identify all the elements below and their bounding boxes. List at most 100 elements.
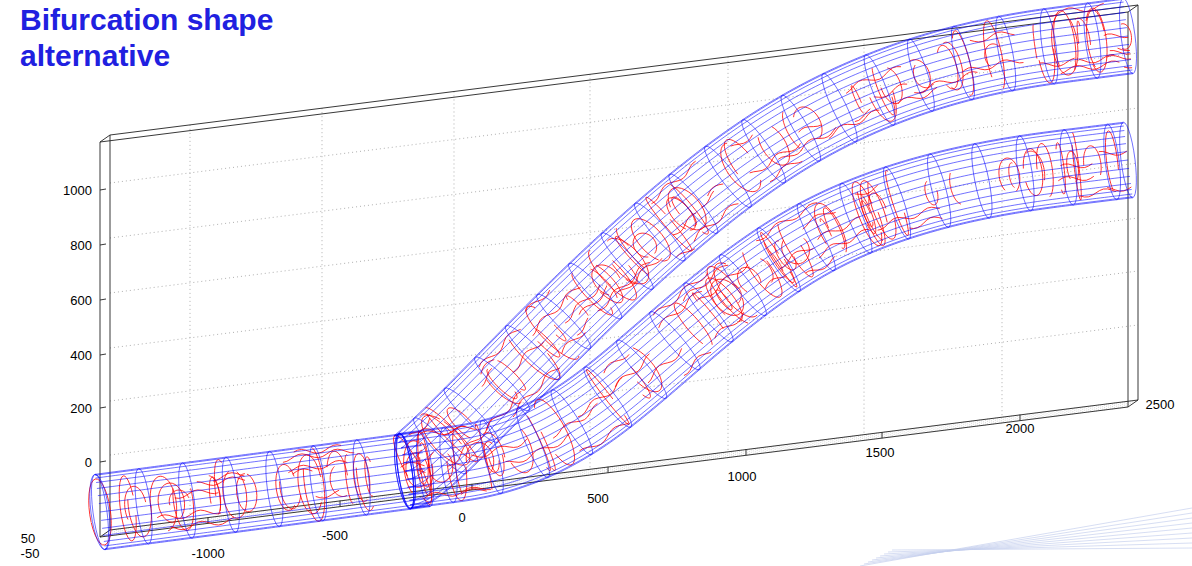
pipe-ring xyxy=(757,228,800,292)
pipe-line xyxy=(96,440,421,483)
x-tick-label: -1000 xyxy=(191,546,224,561)
z-tick-label: 0 xyxy=(85,455,92,470)
grid-line xyxy=(1002,22,1003,417)
pipe-ring xyxy=(822,74,857,142)
tick-mark xyxy=(1020,415,1021,421)
x-tick-label: -500 xyxy=(322,528,348,543)
inner-curve xyxy=(674,303,712,345)
pipe-line xyxy=(411,73,1133,508)
pipe-ring xyxy=(474,357,529,411)
faded-line xyxy=(872,523,1192,560)
pipe-line xyxy=(98,453,423,496)
grid-line xyxy=(110,218,1138,348)
lower-branch-pipe xyxy=(395,122,1137,508)
inner-curve xyxy=(1077,21,1080,44)
inner-curve xyxy=(1104,34,1128,38)
pipe-line xyxy=(400,126,1124,437)
grid-line xyxy=(110,325,1138,455)
inner-curve xyxy=(553,403,597,438)
pipe-ring xyxy=(1120,0,1137,74)
inner-curve xyxy=(1080,189,1116,197)
pipe-ring xyxy=(704,146,751,207)
inner-curve xyxy=(1106,131,1119,189)
pipe-ring xyxy=(517,408,550,478)
pipe-line xyxy=(403,144,1126,455)
pipe-ring xyxy=(864,55,895,126)
pipe-ring xyxy=(927,154,950,228)
pipe-ring xyxy=(440,427,457,502)
pipe-ring xyxy=(1104,124,1121,199)
floor-grid-line xyxy=(102,406,1130,536)
axes-box xyxy=(110,5,1138,530)
inner-curve xyxy=(209,476,221,515)
pipe-wireframe xyxy=(89,0,1137,550)
inner-curve xyxy=(481,360,494,375)
pipe-line xyxy=(400,123,1124,434)
grid-line xyxy=(110,163,1138,293)
pipe-ring xyxy=(1084,3,1101,78)
pipe-ring xyxy=(396,433,414,508)
pipe-ring xyxy=(353,440,370,515)
pipe-ring xyxy=(634,203,685,261)
pipe-line xyxy=(394,0,1123,436)
z-tick-label: 600 xyxy=(70,293,92,308)
pipe-line xyxy=(401,136,1125,447)
grid-line xyxy=(728,57,729,452)
pipe-ring xyxy=(601,233,653,290)
x-tick-label: 1500 xyxy=(866,445,895,460)
inner-curve xyxy=(673,213,696,235)
pipe-line xyxy=(95,431,420,474)
inner-curve xyxy=(537,330,560,358)
grid-line xyxy=(190,125,191,520)
pipe-ring xyxy=(669,174,718,233)
pipe-ring xyxy=(1060,130,1077,205)
inner-curve xyxy=(1033,24,1037,58)
axes-box xyxy=(100,135,110,142)
faded-line xyxy=(888,543,1192,552)
grid-line xyxy=(322,108,323,503)
tick-mark xyxy=(100,244,106,245)
pipe-ring xyxy=(840,183,872,253)
pipe-ring xyxy=(797,204,835,271)
tick-mark xyxy=(746,449,747,455)
inner-curve xyxy=(511,429,533,473)
inner-curve xyxy=(616,228,644,268)
pipe-ring xyxy=(266,451,283,526)
faded-line xyxy=(860,508,1192,566)
z-tick-label: 800 xyxy=(70,238,92,253)
pipe-ring xyxy=(684,283,734,342)
inner-curve xyxy=(750,143,801,173)
pipe-ring xyxy=(1016,136,1034,211)
pipe-ring xyxy=(568,263,621,319)
faded-fragment xyxy=(860,508,1192,566)
pipe-line xyxy=(410,194,1132,505)
z-tick-label: 200 xyxy=(70,401,92,416)
pipe-ring xyxy=(584,367,632,427)
inner-curve xyxy=(1084,146,1102,175)
faded-line xyxy=(880,533,1192,556)
faded-line xyxy=(884,538,1192,554)
tick-mark xyxy=(882,432,883,438)
tick-mark xyxy=(100,299,106,300)
pipe-ring xyxy=(617,340,667,398)
inner-curve xyxy=(631,367,650,398)
tick-mark xyxy=(100,407,106,408)
inner-curve xyxy=(607,238,648,284)
pipe-line xyxy=(407,52,1130,487)
pipe-ring xyxy=(551,390,593,455)
pipe-ring xyxy=(395,433,416,508)
floor-grid-line xyxy=(104,404,1132,534)
pipe-ring xyxy=(537,294,591,349)
tick-mark xyxy=(608,467,609,473)
inner-curve xyxy=(498,361,526,390)
pipe-line xyxy=(406,168,1129,479)
pipe-line xyxy=(396,2,1123,439)
grid-line xyxy=(454,91,455,486)
pipe-line xyxy=(404,28,1127,463)
pipe-line xyxy=(405,36,1128,471)
pipe-ring xyxy=(972,144,992,219)
pipe-ring xyxy=(742,120,786,183)
pipe-ring xyxy=(781,95,821,161)
faded-line xyxy=(868,518,1192,562)
